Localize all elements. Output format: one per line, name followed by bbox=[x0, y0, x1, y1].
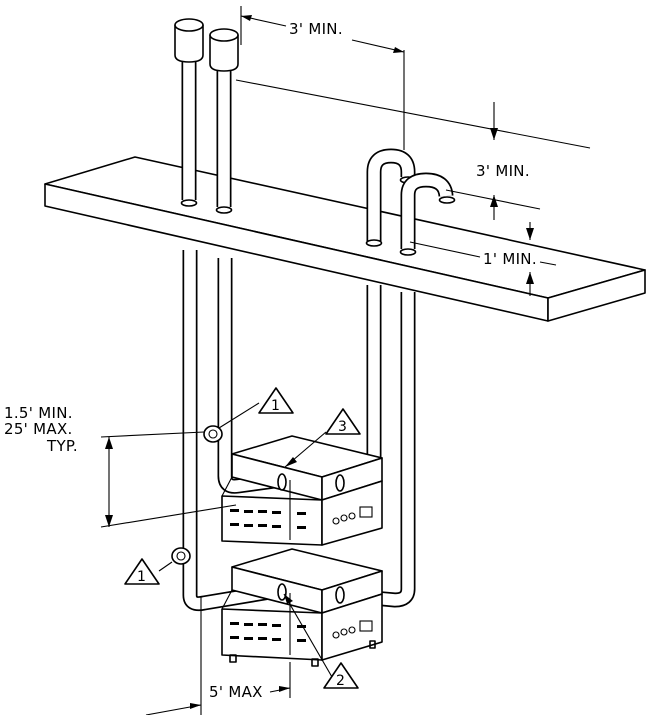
dim-right-upper: 3' MIN. bbox=[476, 162, 530, 180]
dim-left-line1: 1.5' MIN. bbox=[4, 404, 73, 422]
lower-water-heater bbox=[221, 548, 383, 667]
dim-left-line2: 25' MAX. bbox=[4, 420, 73, 438]
dimension-lines bbox=[100, 6, 591, 715]
svg-text:1: 1 bbox=[271, 398, 280, 414]
sidewall-termination-upper bbox=[203, 425, 223, 443]
dim-right-lower: 1' MIN. bbox=[483, 250, 537, 268]
dim-left-line3: TYP. bbox=[46, 437, 78, 455]
svg-text:1: 1 bbox=[137, 569, 146, 585]
callout-1-lower: 1 bbox=[124, 558, 173, 585]
upper-water-heater bbox=[221, 435, 383, 546]
callout-3: 3 bbox=[284, 408, 361, 468]
sidewall-termination-lower bbox=[171, 547, 191, 565]
dim-bottom: 5' MAX bbox=[209, 683, 263, 701]
dimension-labels: 3' MIN. 3' MIN. 1' MIN. 1.5' MIN. 25' MA… bbox=[4, 20, 537, 701]
svg-text:2: 2 bbox=[336, 673, 345, 689]
callout-1-upper: 1 bbox=[218, 387, 294, 429]
roof-slab bbox=[44, 156, 646, 322]
roof-vent-pipes bbox=[174, 18, 456, 256]
dim-top-horizontal: 3' MIN. bbox=[289, 20, 343, 38]
callout-2: 2 bbox=[283, 593, 359, 689]
svg-text:3: 3 bbox=[338, 419, 347, 435]
